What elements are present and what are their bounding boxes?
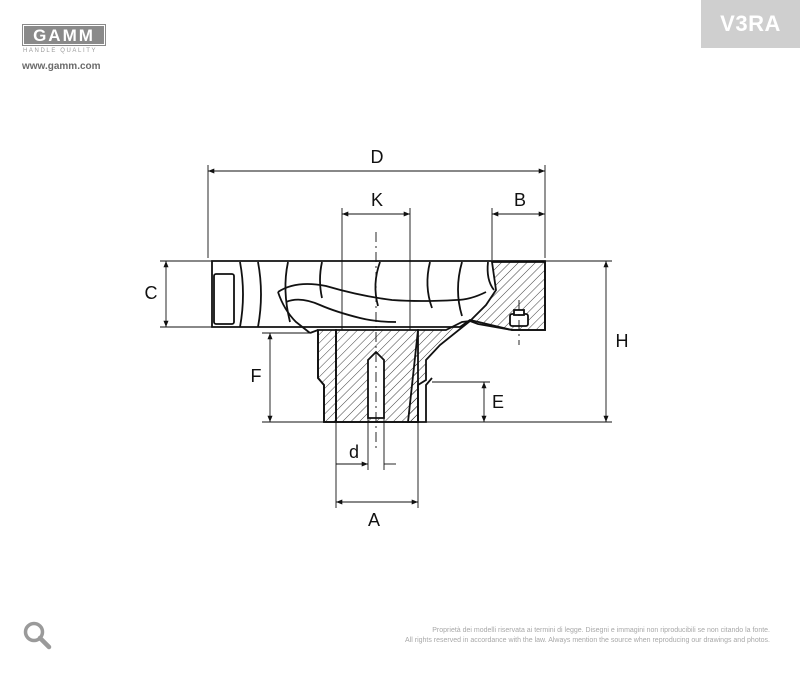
dim-label-F: F <box>251 366 262 386</box>
gamm-logo-mark: GAMM <box>22 24 106 46</box>
dim-label-K: K <box>371 190 383 210</box>
center-lines <box>375 232 520 448</box>
dim-label-E: E <box>492 392 504 412</box>
dim-label-H: H <box>616 331 629 351</box>
dimension-lines <box>160 165 612 508</box>
dim-label-D: D <box>371 147 384 167</box>
logo-text: GAMM <box>33 26 95 45</box>
copyright-line-it: Proprietà dei modelli riservata ai termi… <box>432 627 770 634</box>
dim-label-C: C <box>145 283 158 303</box>
magnifier-icon[interactable] <box>22 620 52 650</box>
brand-logo[interactable]: GAMM HANDLE QUALITY www.gamm.com <box>22 24 112 80</box>
copyright-notice: Proprietà dei modelli riservata ai termi… <box>405 626 770 646</box>
dim-label-d: d <box>349 442 359 462</box>
dim-label-B: B <box>514 190 526 210</box>
logo-tagline: HANDLE QUALITY <box>23 48 98 54</box>
handwheel-outline <box>211 260 546 423</box>
copyright-line-en: All rights reserved in accordance with t… <box>405 637 770 644</box>
product-code-badge: V3RA <box>701 0 800 48</box>
brand-url[interactable]: www.gamm.com <box>22 61 101 72</box>
dim-label-A: A <box>368 510 380 530</box>
